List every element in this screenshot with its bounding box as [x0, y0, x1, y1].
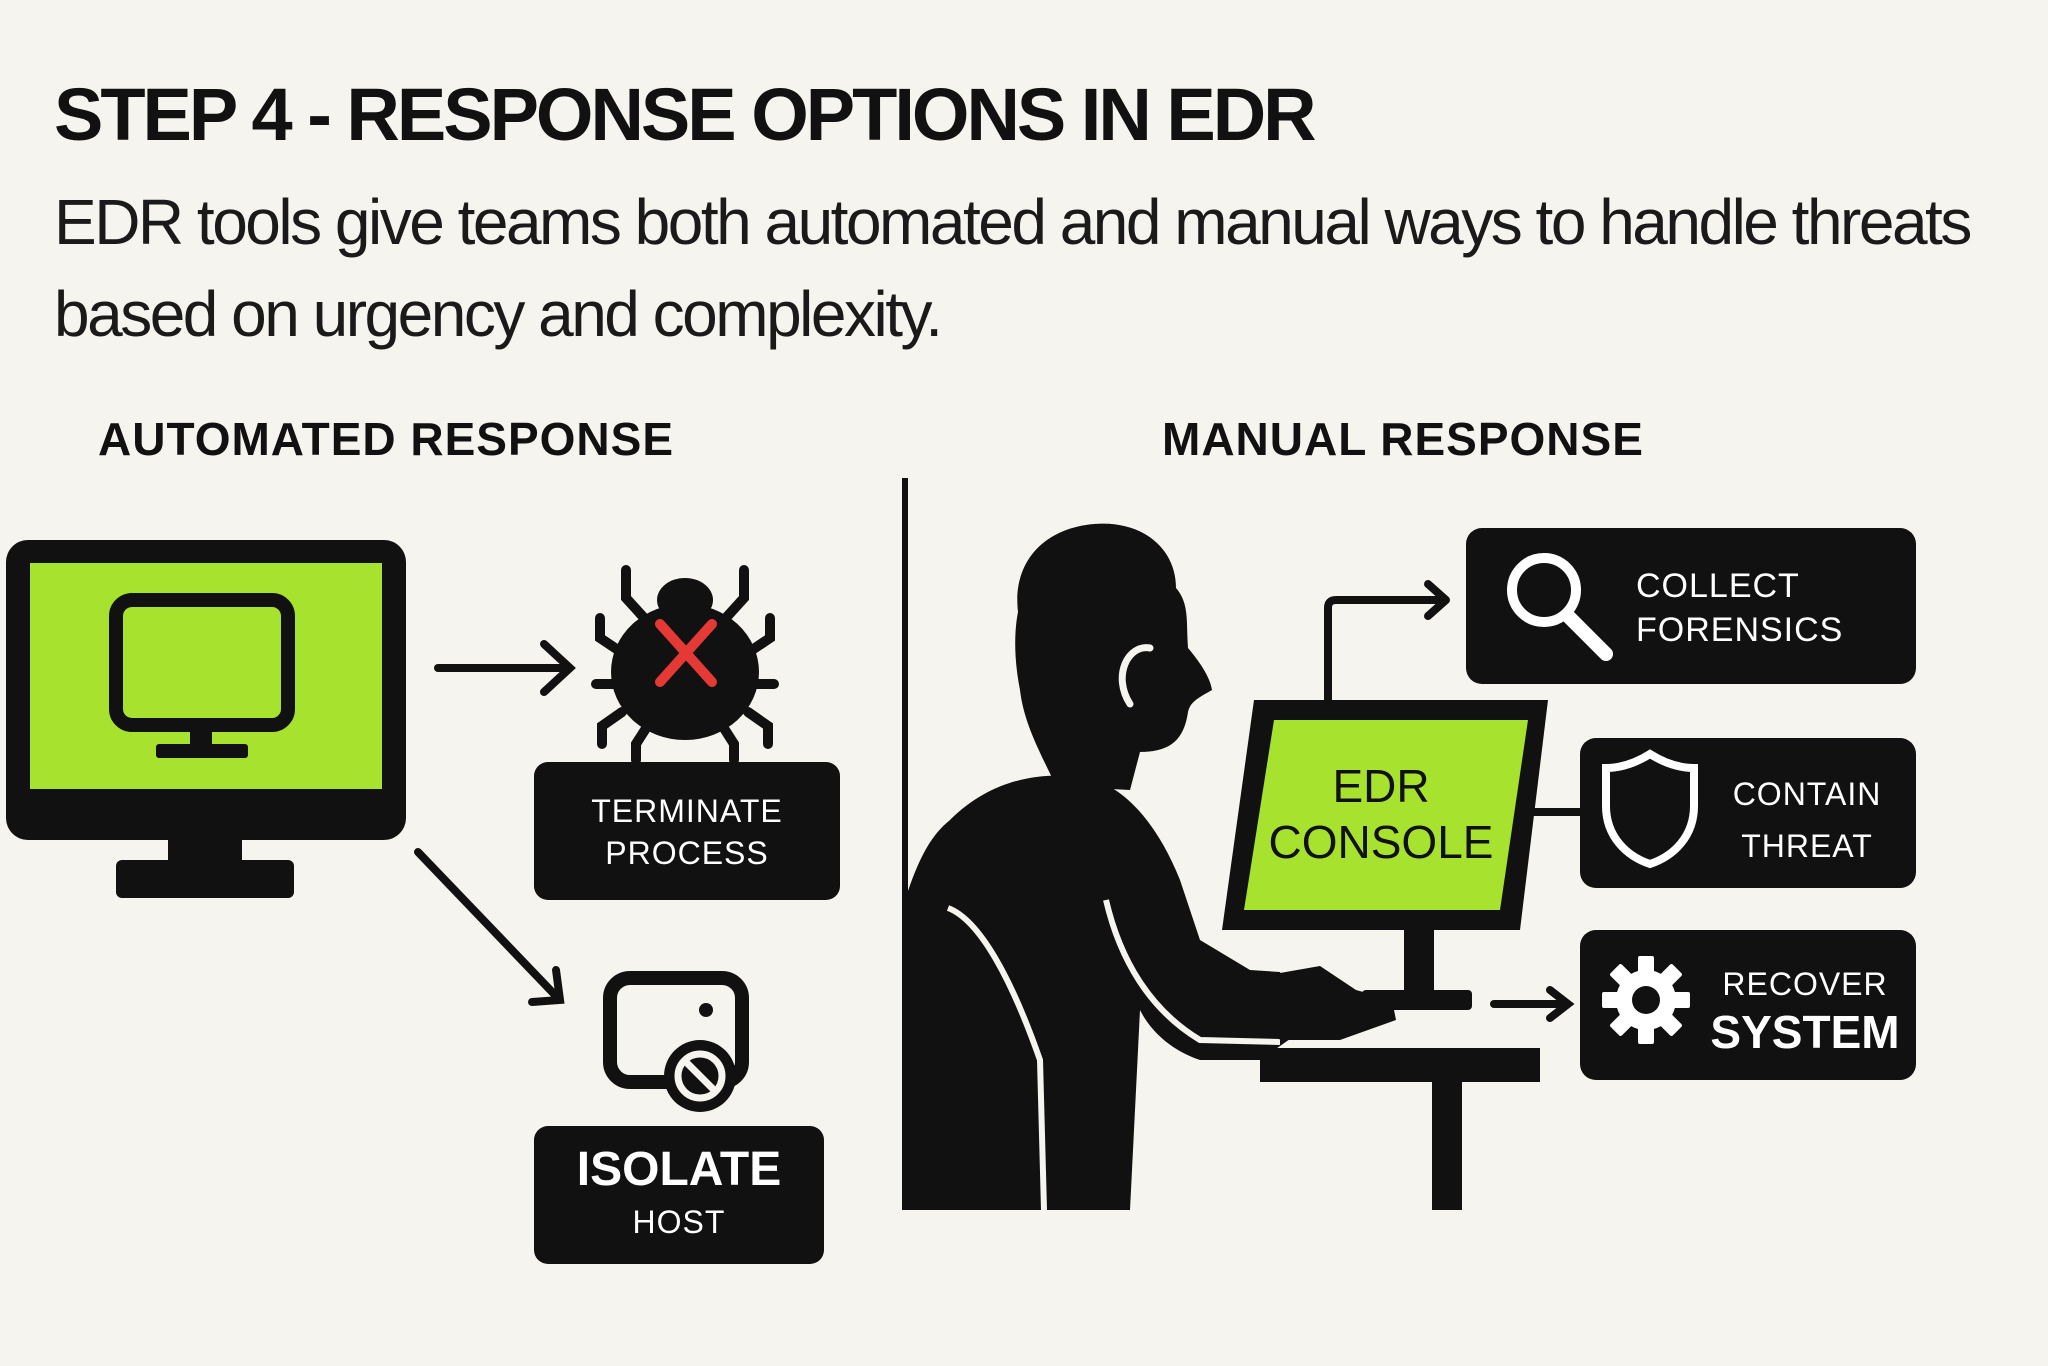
analyst-silhouette-icon: [905, 523, 1300, 1210]
automated-response-heading: AUTOMATED RESPONSE: [98, 413, 675, 465]
isolate-host-label: ISOLATE HOST: [576, 1143, 782, 1240]
ear-detail: [1118, 644, 1154, 708]
manual-response-heading: MANUAL RESPONSE: [1162, 413, 1644, 465]
gear-icon: [1602, 956, 1690, 1044]
contain-threat-label: CONTAIN THREAT: [1732, 776, 1882, 864]
hands-icon: [1240, 966, 1396, 1040]
arrow-to-recover: [1490, 986, 1575, 1022]
recover-system-label: RECOVER SYSTEM: [1710, 966, 1900, 1058]
terminate-process-label: TERMINATE PROCESS: [591, 793, 783, 871]
page-subtitle: EDR tools give teams both automated and …: [54, 186, 1972, 350]
desk: [1260, 1048, 1540, 1082]
page-title: STEP 4 - RESPONSE OPTIONS IN EDR: [54, 73, 1317, 156]
edr-console-label: EDR CONSOLE: [1268, 760, 1494, 868]
isolated-device-icon: [603, 971, 749, 1112]
endpoint-monitor-icon: [6, 540, 406, 898]
arrow-to-terminate: [434, 640, 576, 696]
collect-forensics-box: [1466, 528, 1916, 684]
arm-outline: [946, 905, 1047, 1211]
desk-leg: [1432, 1078, 1462, 1210]
collect-forensics-label: COLLECT FORENSICS: [1636, 567, 1844, 649]
arrow-to-collect: [1324, 580, 1450, 704]
contain-threat-box: [1580, 738, 1916, 888]
arrow-to-isolate: [414, 848, 565, 1006]
forearm-outline: [1103, 899, 1281, 1045]
terminate-process-box: [534, 762, 840, 900]
bug-icon: [591, 565, 779, 765]
magnifier-icon: [1507, 553, 1613, 661]
isolate-host-box: [534, 1126, 824, 1264]
recover-system-box: [1580, 930, 1916, 1080]
shield-icon: [1602, 749, 1698, 869]
